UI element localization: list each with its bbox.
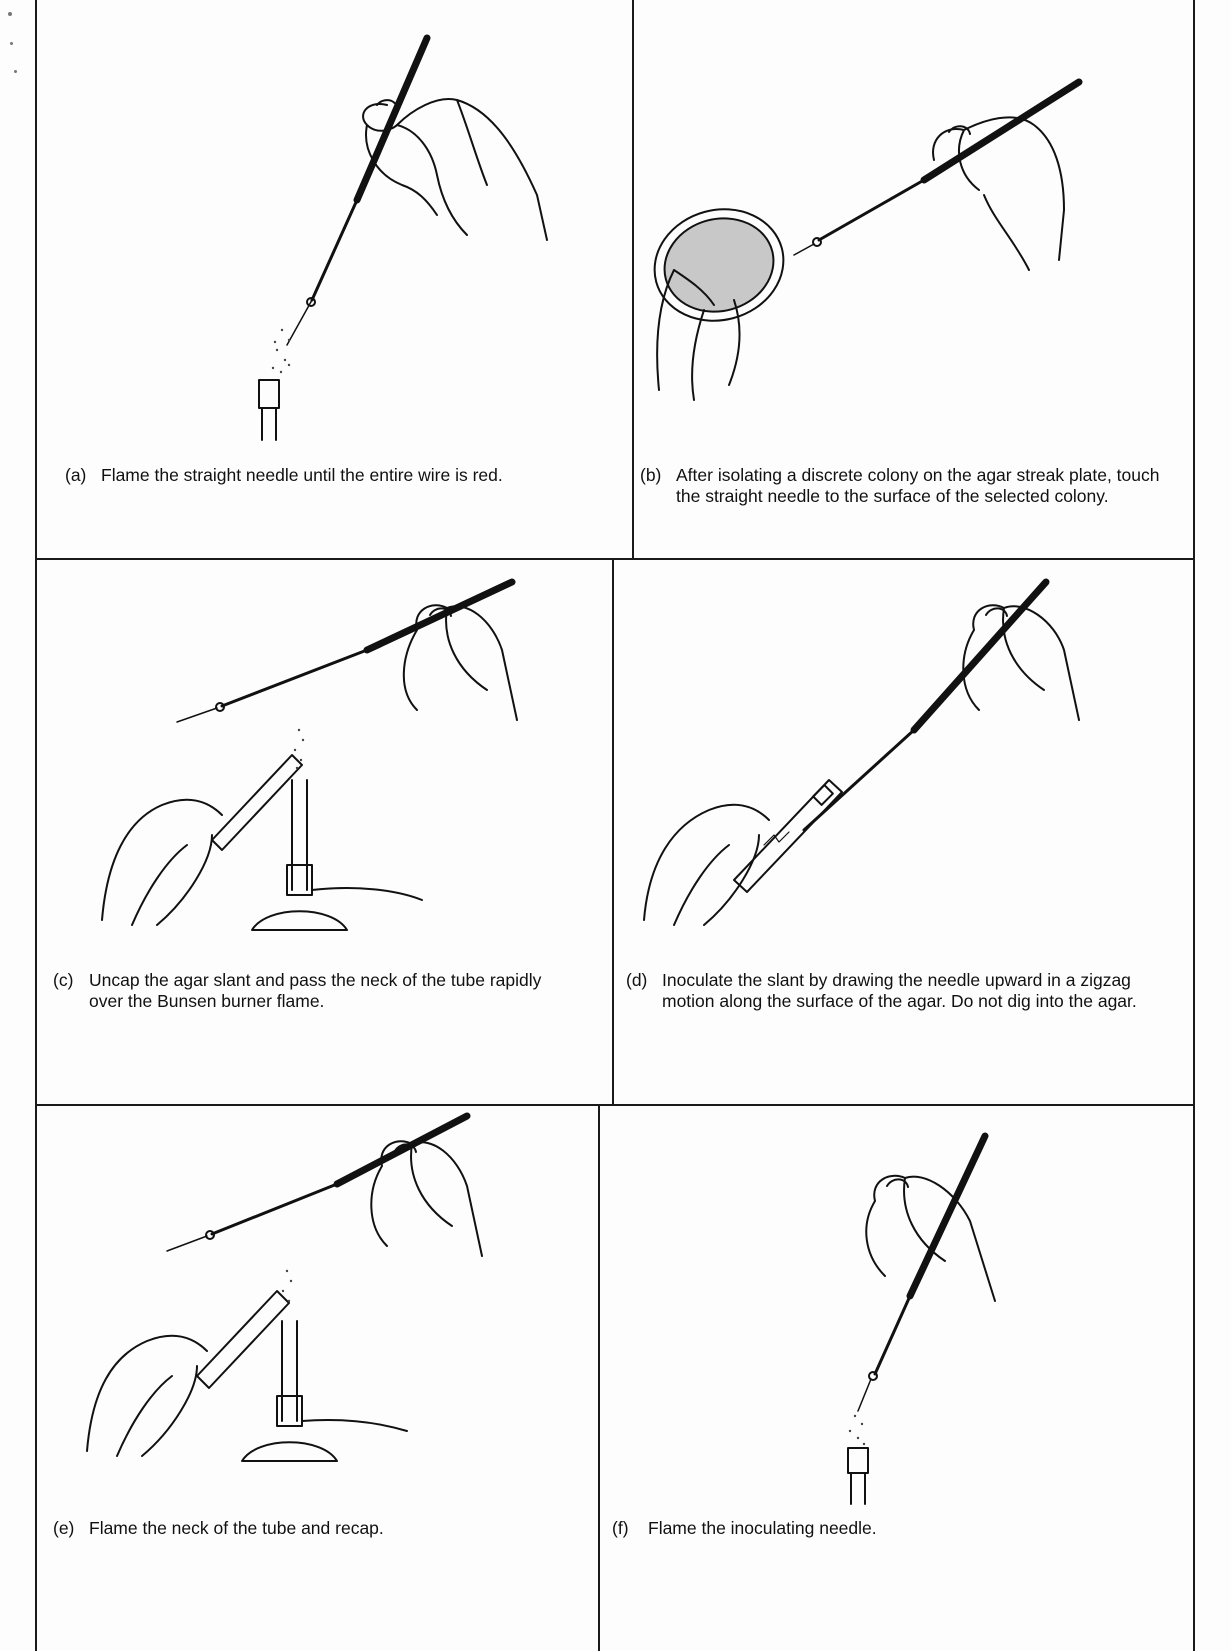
caption-e-letter: (e) (53, 1518, 89, 1539)
panel-b-illustration (634, 0, 1193, 450)
needle-handle (357, 38, 427, 200)
burner-collar (259, 380, 279, 408)
caption-d: (d) Inoculate the slant by drawing the n… (626, 970, 1156, 1012)
burner-collar (848, 1448, 868, 1473)
panel-e-illustration (37, 1106, 598, 1506)
caption-a-text: Flame the straight needle until the enti… (101, 465, 575, 486)
caption-e: (e) Flame the neck of the tube and recap… (53, 1518, 553, 1539)
tube-hand-outline (87, 1336, 207, 1456)
panel-d: (d) Inoculate the slant by drawing the n… (614, 560, 1193, 1104)
agar-slant-tube (734, 780, 842, 892)
caption-d-text: Inoculate the slant by drawing the needl… (662, 970, 1156, 1012)
needle-hand-outline (866, 1176, 995, 1301)
needle-shaft (212, 1184, 337, 1234)
caption-c: (c) Uncap the agar slant and pass the ne… (53, 970, 573, 1012)
needle-handle (914, 582, 1046, 730)
tube-hand-outline (102, 800, 222, 925)
panel-d-illustration (614, 560, 1193, 960)
caption-b: (b) After isolating a discrete colony on… (640, 465, 1170, 507)
needle-handle (337, 1116, 467, 1184)
burner-tube (292, 780, 307, 890)
burner-collar (287, 865, 312, 895)
scan-speck (10, 42, 13, 45)
caption-f-text: Flame the inoculating needle. (648, 1518, 1132, 1539)
caption-b-letter: (b) (640, 465, 676, 507)
gas-hose (312, 888, 422, 900)
caption-a-letter: (a) (65, 465, 101, 486)
needle-shaft (819, 180, 924, 240)
needle-hand-outline (963, 605, 1079, 720)
gas-hose (302, 1420, 407, 1431)
caption-b-text: After isolating a discrete colony on the… (676, 465, 1170, 507)
panel-b: (b) After isolating a discrete colony on… (634, 0, 1193, 558)
needle-shaft (222, 650, 367, 706)
caption-f: (f) Flame the inoculating needle. (612, 1518, 1132, 1539)
needle-hand-outline (933, 117, 1064, 270)
scan-speck (8, 12, 12, 16)
panel-e: (e) Flame the neck of the tube and recap… (37, 1106, 598, 1651)
burner-tube (851, 1473, 865, 1504)
panel-f: (f) Flame the inoculating needle. (600, 1106, 1193, 1651)
caption-f-letter: (f) (612, 1518, 648, 1539)
caption-a: (a) Flame the straight needle until the … (65, 465, 575, 486)
agar-slant-tube (197, 1291, 289, 1388)
burner-tube (262, 408, 276, 440)
panel-a: (a) Flame the straight needle until the … (37, 0, 632, 558)
tube-hand-outline (644, 805, 769, 925)
needle-shaft (875, 1296, 910, 1374)
caption-d-letter: (d) (626, 970, 662, 1012)
panel-c-illustration (37, 560, 612, 960)
panel-a-illustration (37, 0, 632, 450)
burner-tube (282, 1321, 297, 1421)
needle-handle (910, 1136, 985, 1296)
needle-shaft (312, 200, 357, 300)
needle-handle (367, 582, 512, 650)
caption-c-text: Uncap the agar slant and pass the neck o… (89, 970, 573, 1012)
scan-speck (14, 70, 17, 73)
caption-c-letter: (c) (53, 970, 89, 1012)
caption-e-text: Flame the neck of the tube and recap. (89, 1518, 553, 1539)
panel-f-illustration (600, 1106, 1193, 1506)
agar-slant-tube (212, 755, 302, 850)
panel-c: (c) Uncap the agar slant and pass the ne… (37, 560, 612, 1104)
burner-base (252, 911, 347, 930)
burner-collar (277, 1396, 302, 1426)
frame-right-border (1193, 0, 1195, 1651)
burner-base (242, 1442, 337, 1461)
